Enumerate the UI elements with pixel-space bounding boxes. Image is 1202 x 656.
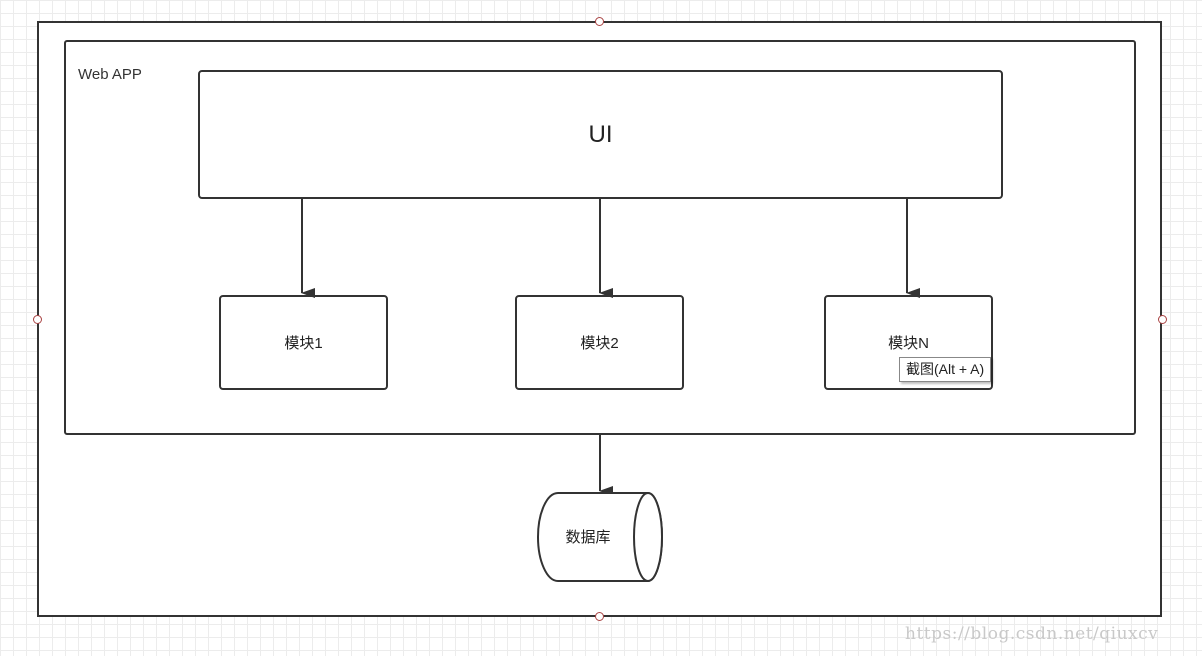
watermark-text: https://blog.csdn.net/qiuxcv xyxy=(905,624,1159,644)
module-node-1[interactable]: 模块1 xyxy=(219,295,388,390)
screenshot-tooltip: 截图(Alt + A) xyxy=(899,357,992,382)
ui-label: UI xyxy=(588,120,613,148)
web-app-label: Web APP xyxy=(78,66,142,83)
database-label: 数据库 xyxy=(565,529,611,546)
resize-handle-right[interactable] xyxy=(1158,315,1167,324)
database-cylinder[interactable] xyxy=(537,492,663,582)
resize-handle-top[interactable] xyxy=(595,17,604,26)
resize-handle-bottom[interactable] xyxy=(595,612,604,621)
module-label: 模块N xyxy=(888,335,929,352)
module-label: 模块1 xyxy=(284,335,323,352)
resize-handle-left[interactable] xyxy=(33,315,42,324)
ui-node[interactable]: UI xyxy=(198,70,1003,199)
module-label: 模块2 xyxy=(580,335,619,352)
